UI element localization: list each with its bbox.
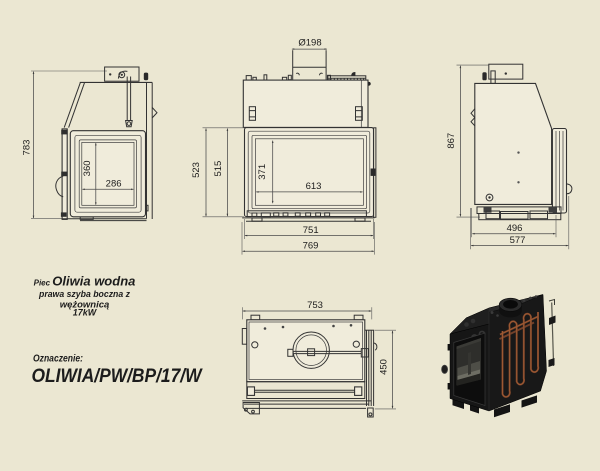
svg-text:450: 450: [378, 359, 389, 375]
svg-text:753: 753: [307, 300, 323, 311]
svg-text:577: 577: [510, 235, 526, 246]
svg-text:769: 769: [303, 241, 319, 252]
svg-text:783: 783: [22, 140, 33, 156]
svg-text:523: 523: [191, 162, 202, 178]
svg-text:Ø198: Ø198: [298, 38, 321, 49]
svg-text:Oznaczenie:: Oznaczenie:: [33, 354, 83, 365]
svg-text:17kW: 17kW: [73, 308, 98, 318]
svg-text:OLIWIA/PW/BP/17/W: OLIWIA/PW/BP/17/W: [32, 366, 204, 387]
svg-text:515: 515: [213, 161, 224, 177]
svg-text:613: 613: [306, 181, 322, 192]
svg-text:496: 496: [507, 223, 523, 234]
svg-text:751: 751: [303, 225, 319, 236]
svg-text:Piec Oliwia wodna: Piec Oliwia wodna: [34, 274, 136, 289]
svg-text:371: 371: [257, 164, 268, 180]
svg-text:wężownicą: wężownicą: [60, 300, 110, 311]
svg-text:360: 360: [82, 160, 93, 176]
svg-text:867: 867: [446, 133, 457, 149]
svg-text:286: 286: [106, 179, 122, 190]
svg-text:prawa szyba boczna z: prawa szyba boczna z: [38, 289, 130, 300]
